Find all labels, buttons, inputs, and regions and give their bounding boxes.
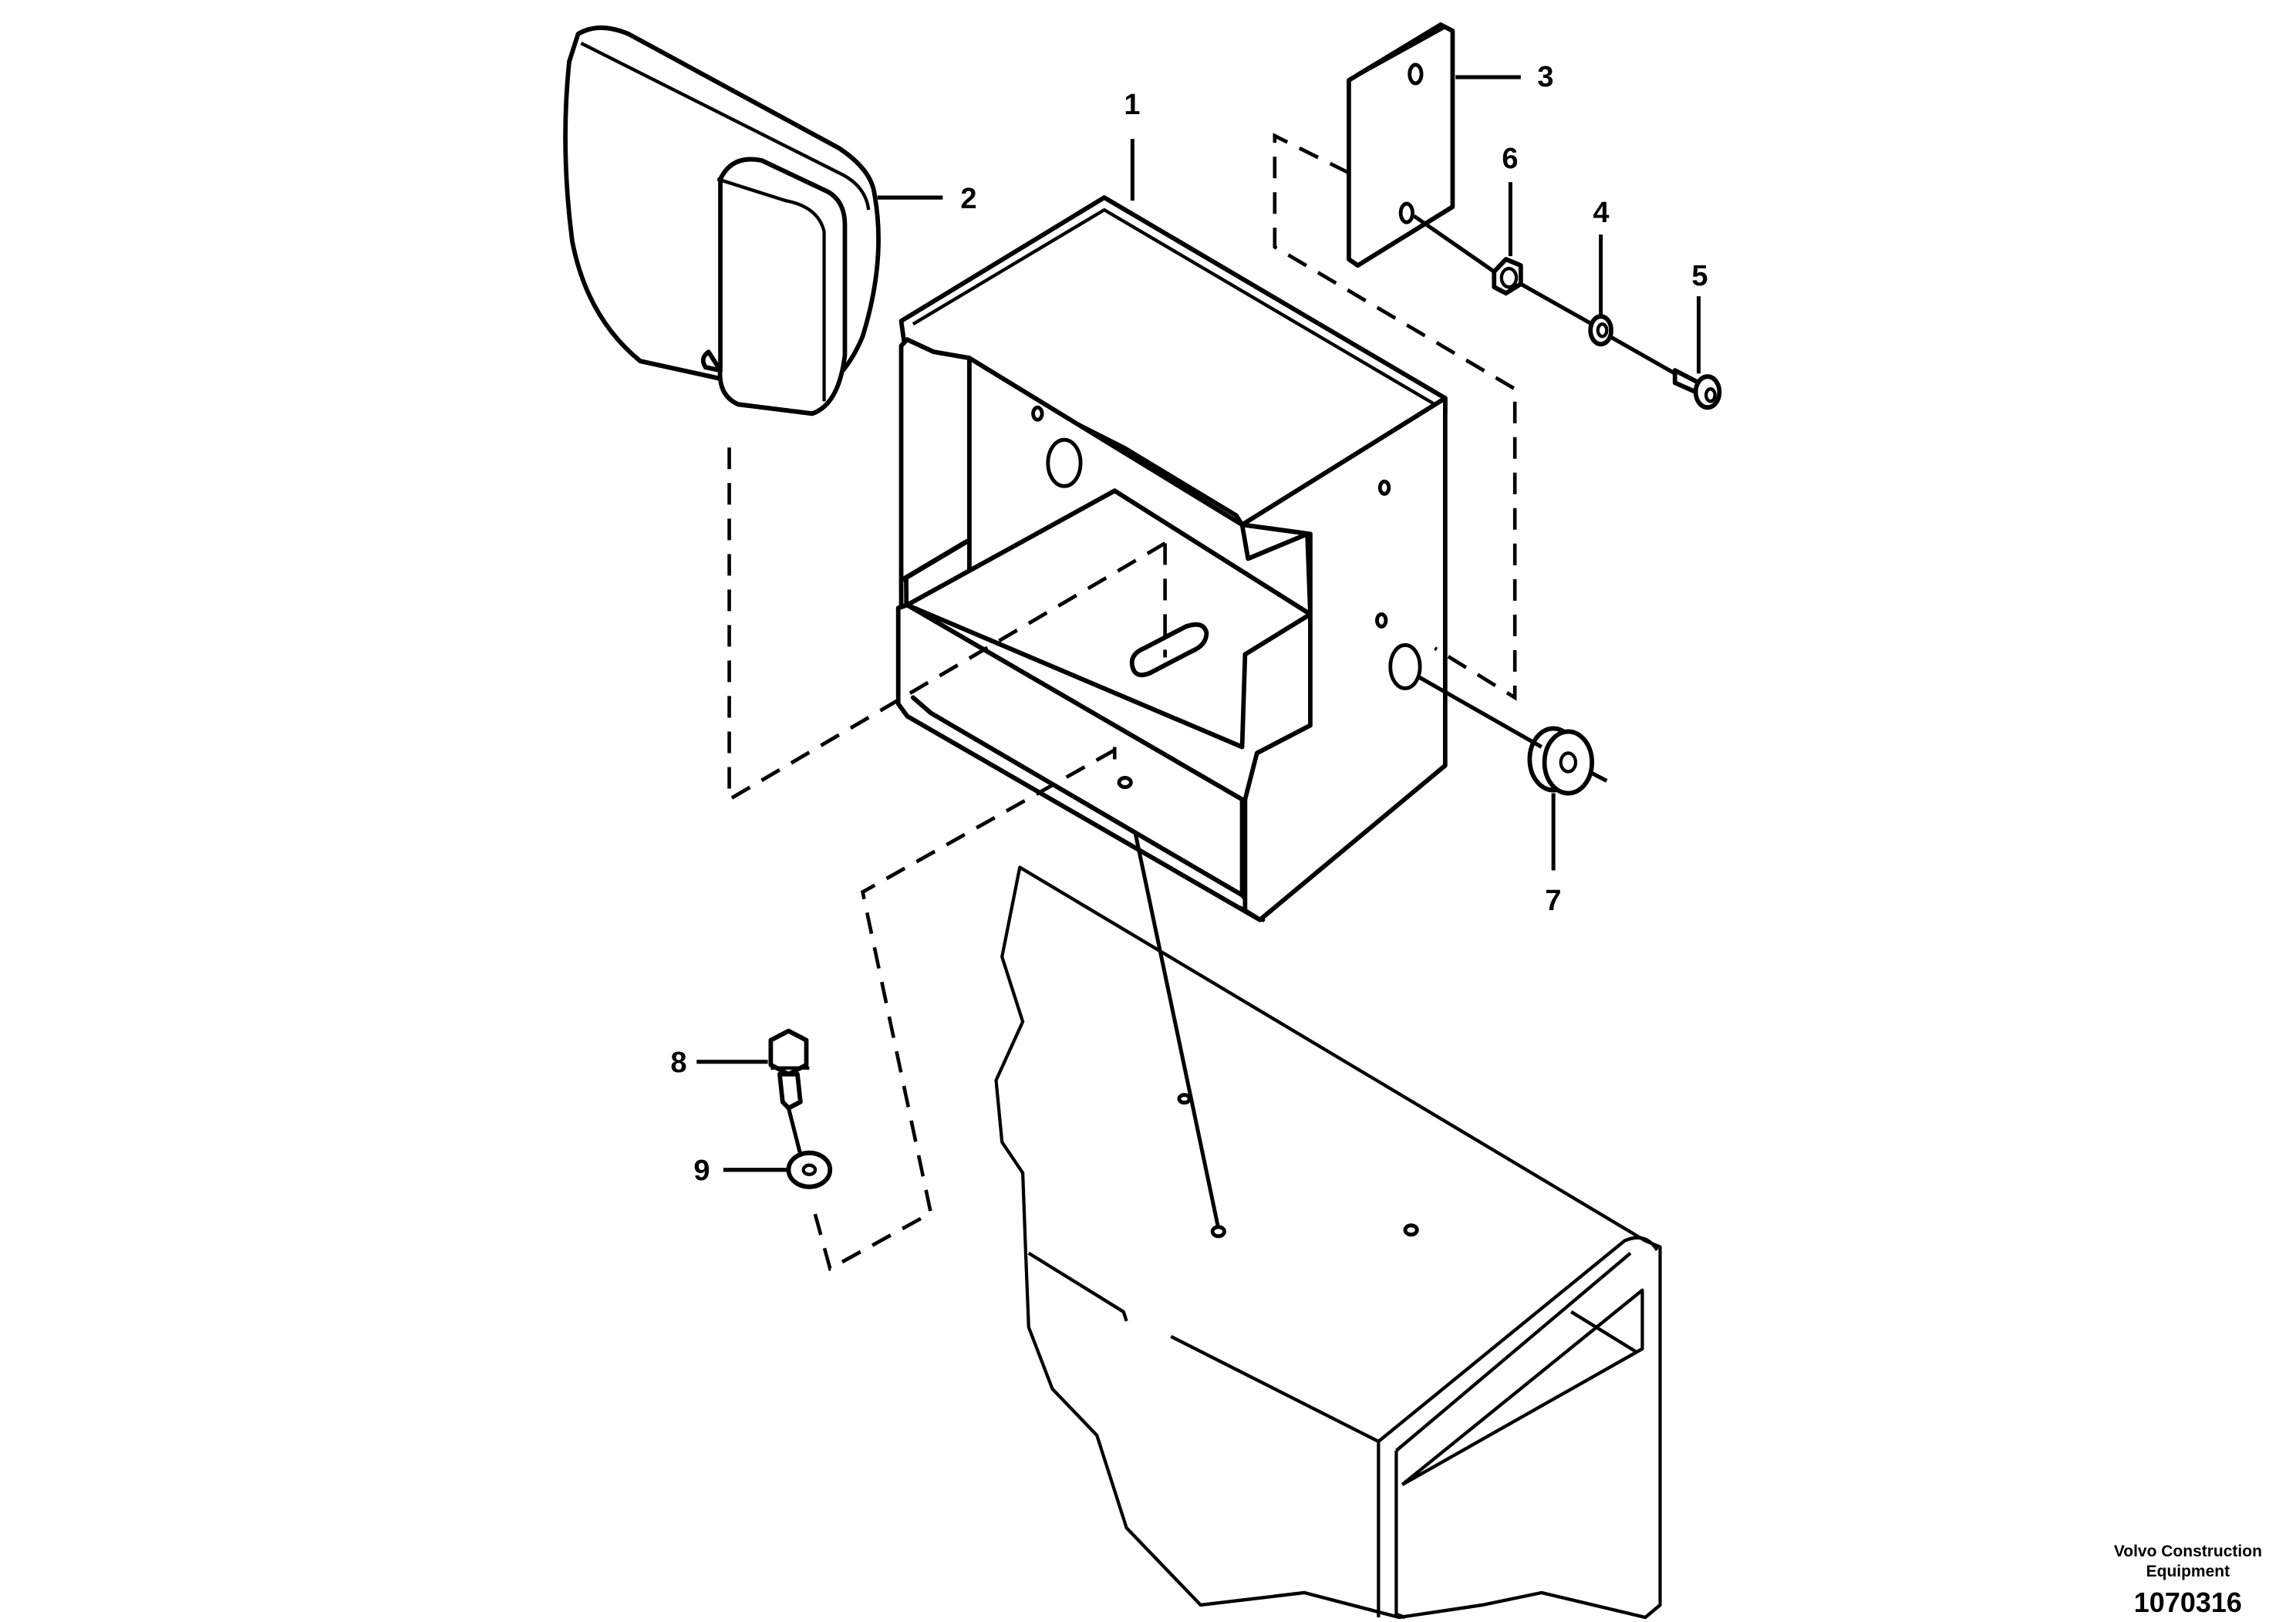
bracket-slot (1129, 622, 1209, 678)
bracket-hole-grommet (1388, 642, 1422, 690)
washer-part-4 (1588, 314, 1613, 347)
plate-hole-top (1408, 62, 1424, 86)
flange-bolt-part-8 (768, 1028, 810, 1111)
bracket-part-1 (895, 195, 1448, 922)
bracket-hole-small-2 (1377, 479, 1391, 496)
plate-part-3 (1347, 22, 1455, 268)
bracket-hole-small-3 (1375, 612, 1388, 629)
callout-7: 7 (1545, 885, 1561, 917)
bracket-hole-bottom (1117, 775, 1133, 789)
callout-labels: 1 2 3 6 4 5 7 8 9 (670, 61, 1708, 1187)
bracket-hole-small-1 (1031, 405, 1044, 422)
callout-2: 2 (960, 183, 976, 215)
callout-5: 5 (1691, 260, 1708, 292)
work-lamp-part-2 (563, 25, 881, 416)
washer-part-9 (786, 1150, 833, 1189)
brand-line-1: Volvo Construction (2114, 1543, 2262, 1560)
plate-hole-bottom (1398, 201, 1414, 224)
axis-lines (787, 214, 1676, 1229)
assembly-dashed-lines (727, 133, 1517, 1272)
callout-6: 6 (1502, 143, 1518, 175)
callout-8: 8 (670, 1047, 686, 1079)
base-body-outline (994, 865, 1662, 1620)
brand-line-2: Equipment (2146, 1563, 2230, 1580)
callout-9: 9 (693, 1155, 710, 1187)
screw-part-5 (1672, 368, 1722, 410)
base-hole-1 (1177, 1093, 1192, 1105)
callout-4: 4 (1593, 197, 1609, 229)
title-block: Volvo Construction Equipment 1070316 (2114, 1543, 2262, 1618)
bracket-hole-large (1046, 437, 1083, 488)
nut-part-6 (1492, 257, 1523, 296)
grommet-part-7 (1527, 726, 1594, 796)
base-hole-3 (1403, 1223, 1419, 1237)
callout-1: 1 (1124, 89, 1140, 121)
callout-3: 3 (1537, 61, 1553, 93)
callout-leaders (696, 75, 1701, 1172)
drawing-number: 1070316 (2134, 1587, 2242, 1618)
